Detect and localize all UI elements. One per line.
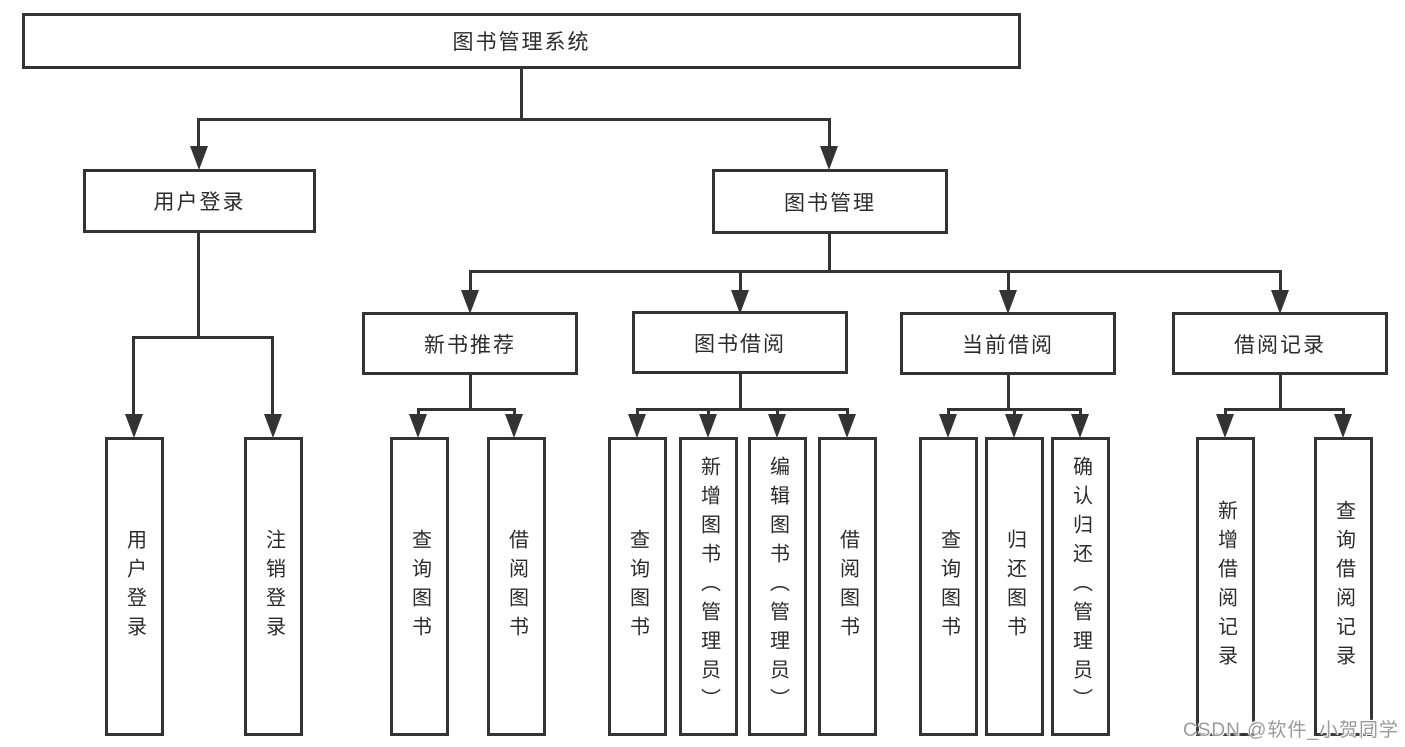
leaf-query-books-current: 查询图书 [919, 437, 978, 736]
arrow-down-icon [1071, 414, 1089, 438]
connector-line [469, 375, 472, 411]
leaf-borrow-books-borrowing: 借阅图书 [818, 437, 877, 736]
node-new-book-recommend: 新书推荐 [362, 312, 578, 375]
connector-line [520, 69, 523, 118]
connector-line [776, 408, 779, 418]
connector-line [132, 336, 135, 416]
connector-line [1279, 375, 1282, 411]
arrow-down-icon [699, 414, 717, 438]
connector-line [1013, 408, 1016, 418]
arrow-down-icon [768, 414, 786, 438]
connector-line [1007, 375, 1010, 411]
node-borrowing-records: 借阅记录 [1172, 312, 1388, 375]
connector-line [197, 118, 200, 150]
leaf-add-book-admin-label: 新增图书（管理员） [697, 456, 720, 717]
connector-line [1079, 408, 1082, 418]
leaf-confirm-return-admin: 确认归还（管理员） [1051, 437, 1110, 736]
arrow-down-icon [999, 290, 1017, 314]
connector-line [469, 270, 1282, 273]
connector-line [828, 233, 831, 273]
connector-line [1007, 270, 1010, 294]
leaf-borrow-books-recommend: 借阅图书 [487, 437, 546, 736]
leaf-query-books-borrowing-label: 查询图书 [626, 528, 649, 645]
arrow-down-icon [461, 290, 479, 314]
arrow-down-icon [409, 414, 427, 438]
connector-line [1224, 408, 1345, 411]
arrow-down-icon [1216, 414, 1234, 438]
node-user-login: 用户登录 [83, 169, 316, 233]
node-user-login-label: 用户登录 [153, 191, 246, 214]
leaf-logout: 注销登录 [244, 437, 303, 736]
arrow-down-icon [820, 146, 838, 170]
connector-line [739, 373, 742, 411]
arrow-down-icon [731, 290, 749, 314]
arrow-down-icon [125, 414, 143, 438]
csdn-watermark: CSDN @软件_小贺同学 [1183, 720, 1399, 741]
connector-line [417, 408, 516, 411]
leaf-user-login: 用户登录 [105, 437, 164, 736]
leaf-query-borrow-record-label: 查询借阅记录 [1332, 499, 1355, 674]
leaf-return-books-label: 归还图书 [1003, 528, 1026, 645]
leaf-query-books-recommend-label: 查询图书 [408, 528, 431, 645]
connector-line [707, 408, 710, 418]
arrow-down-icon [628, 414, 646, 438]
leaf-edit-book-admin-label: 编辑图书（管理员） [766, 456, 789, 717]
leaf-query-books-borrowing: 查询图书 [608, 437, 667, 736]
leaf-borrow-books-recommend-label: 借阅图书 [505, 528, 528, 645]
connector-line [469, 270, 472, 294]
arrow-down-icon [939, 414, 957, 438]
connector-line [947, 408, 950, 418]
leaf-add-book-admin: 新增图书（管理员） [679, 437, 738, 736]
leaf-return-books: 归还图书 [985, 437, 1044, 736]
leaf-add-borrow-record: 新增借阅记录 [1196, 437, 1255, 736]
node-book-management: 图书管理 [712, 169, 948, 234]
arrow-down-icon [838, 414, 856, 438]
connector-line [636, 408, 639, 418]
connector-line [513, 408, 516, 418]
node-book-management-label: 图书管理 [784, 191, 876, 215]
connector-line [197, 232, 200, 336]
arrow-down-icon [264, 414, 282, 438]
connector-line [636, 408, 849, 411]
leaf-confirm-return-admin-label: 确认归还（管理员） [1069, 456, 1092, 717]
node-book-borrowing-label: 图书借阅 [694, 332, 786, 356]
connector-line [1279, 270, 1282, 294]
connector-line [1224, 408, 1227, 418]
leaf-logout-label: 注销登录 [262, 528, 285, 645]
leaf-user-login-label: 用户登录 [123, 528, 146, 645]
node-new-book-recommend-label: 新书推荐 [424, 333, 516, 357]
leaf-query-books-recommend: 查询图书 [390, 437, 449, 736]
node-book-borrowing: 图书借阅 [632, 311, 848, 374]
connector-line [846, 408, 849, 418]
connector-line [417, 408, 420, 418]
connector-line [1342, 408, 1345, 418]
connector-line [132, 336, 274, 339]
connector-line [271, 336, 274, 416]
node-current-borrowing: 当前借阅 [900, 312, 1116, 375]
leaf-query-borrow-record: 查询借阅记录 [1314, 437, 1373, 736]
arrow-down-icon [190, 146, 208, 170]
arrow-down-icon [1334, 414, 1352, 438]
leaf-edit-book-admin: 编辑图书（管理员） [748, 437, 807, 736]
node-current-borrowing-label: 当前借阅 [962, 333, 1054, 357]
node-root: 图书管理系统 [22, 13, 1021, 69]
arrow-down-icon [1271, 290, 1289, 314]
connector-line [739, 270, 742, 294]
leaf-add-borrow-record-label: 新增借阅记录 [1214, 499, 1237, 674]
arrow-down-icon [1005, 414, 1023, 438]
leaf-query-books-current-label: 查询图书 [937, 528, 960, 645]
connector-line [198, 118, 831, 121]
connector-line [828, 118, 831, 150]
node-borrowing-records-label: 借阅记录 [1234, 333, 1326, 357]
arrow-down-icon [505, 414, 523, 438]
node-root-label: 图书管理系统 [452, 31, 591, 54]
leaf-borrow-books-borrowing-label: 借阅图书 [836, 528, 859, 645]
